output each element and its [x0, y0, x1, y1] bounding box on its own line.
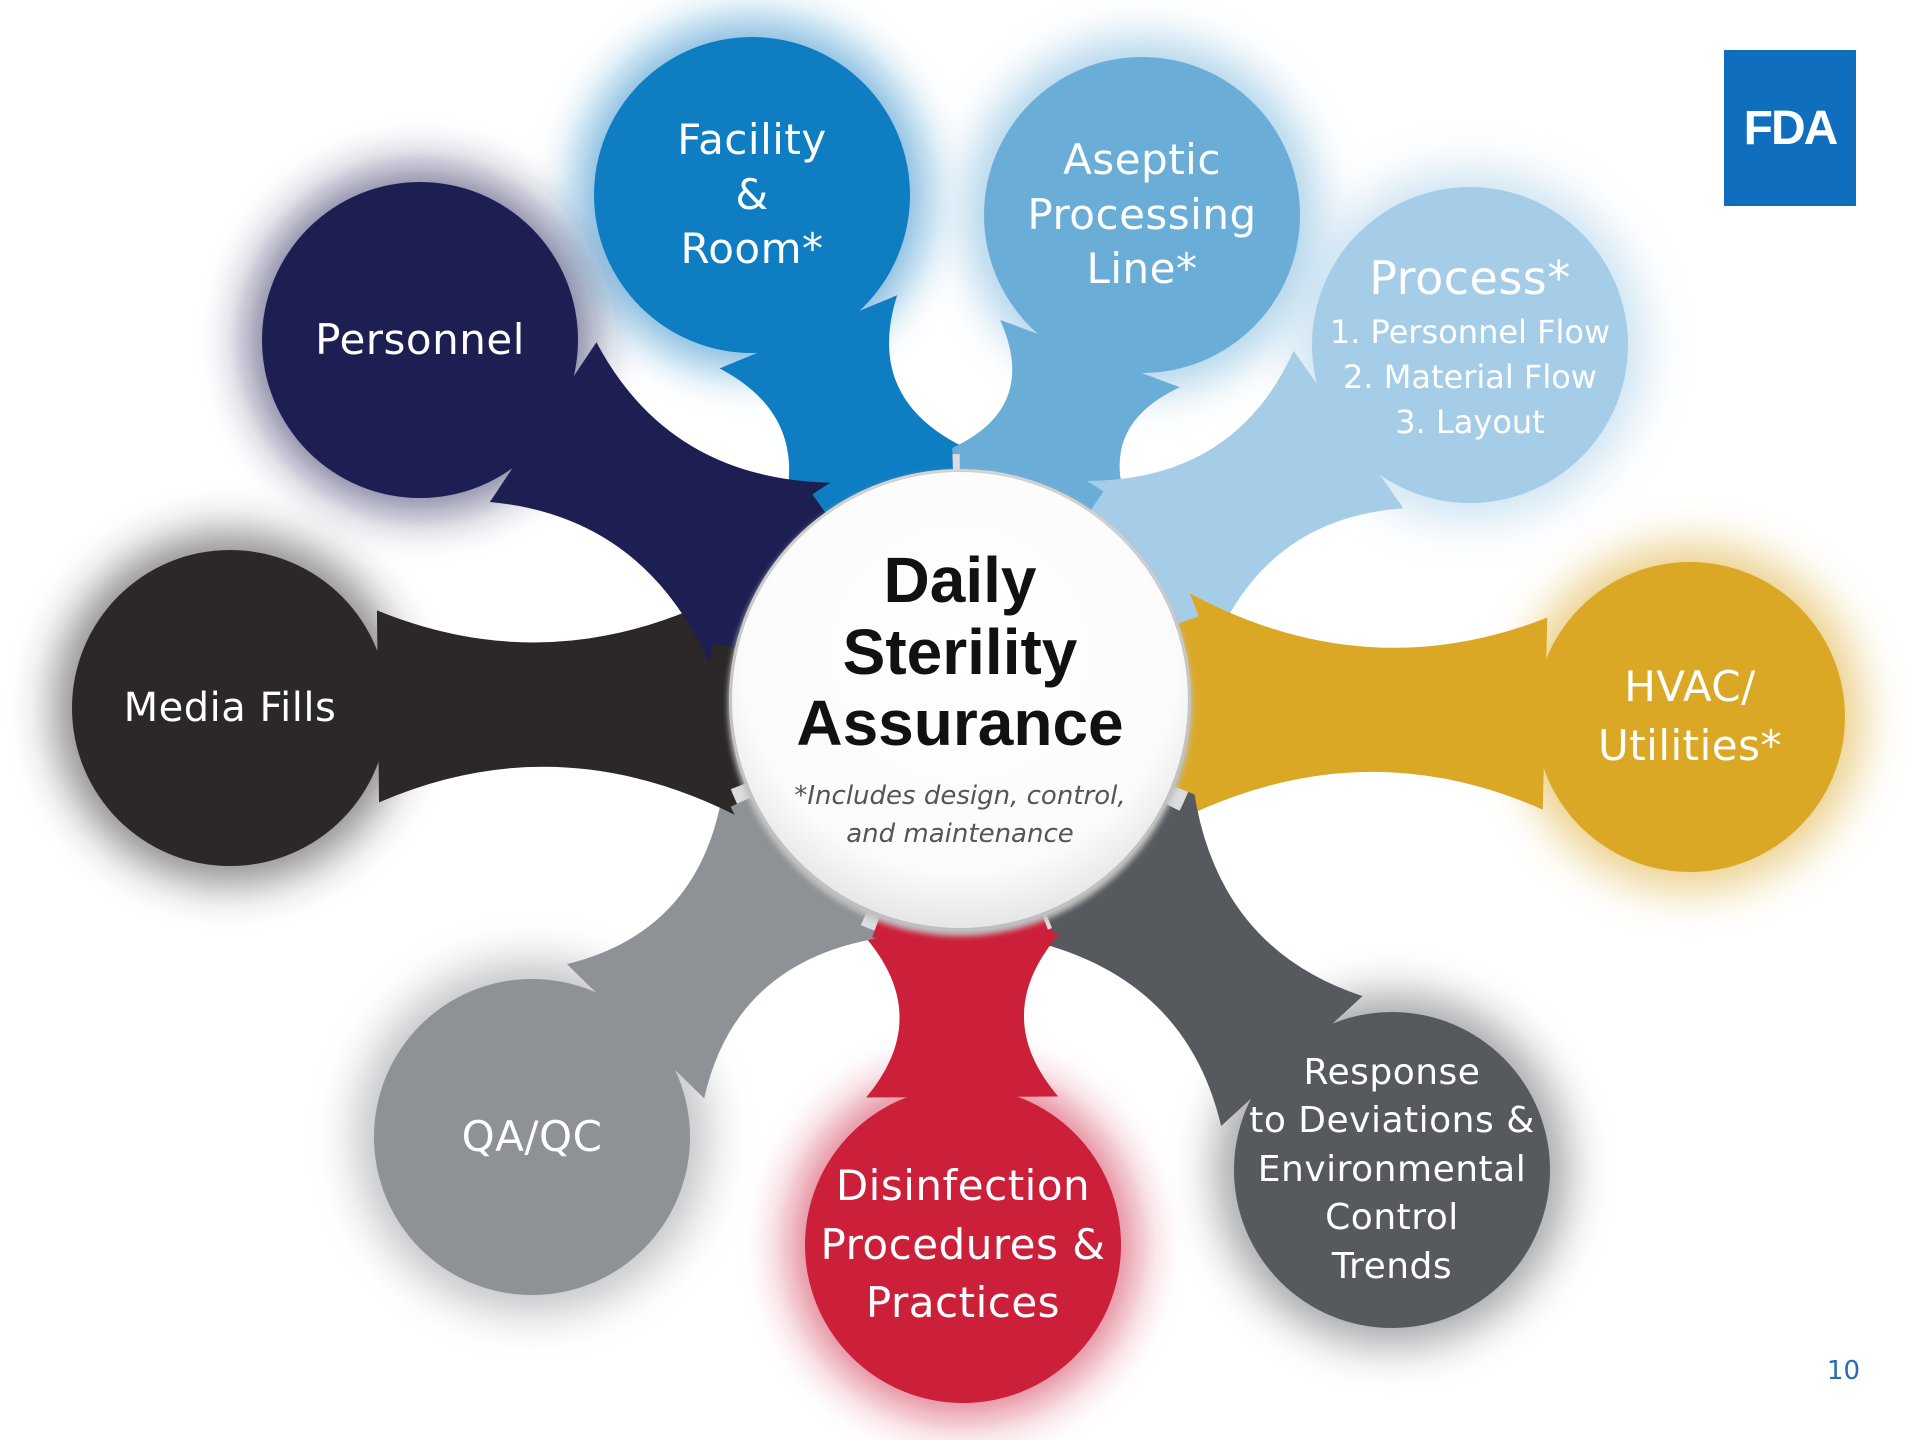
node-facility-room: Facility & Room* — [594, 37, 910, 353]
node-bubble-response — [1234, 1012, 1550, 1328]
node-bubble-facility — [594, 37, 910, 353]
node-bubble-qaqc — [374, 979, 690, 1295]
node-qa-qc-title: QA/QC — [461, 1111, 603, 1161]
connector-qaqc — [566, 767, 898, 1099]
center-title: Daily Sterility Assurance — [796, 544, 1124, 760]
node-bubble-hvac — [1535, 562, 1845, 872]
node-bubble-disinfection — [805, 1087, 1121, 1403]
center-disc — [732, 472, 1188, 928]
ring-segment-personnel — [713, 494, 826, 648]
ring-segment-hvac — [1174, 616, 1213, 795]
center-ring-layer — [707, 446, 1213, 953]
node-facility-room-title: Facility & Room* — [677, 115, 827, 274]
node-bubble-media — [72, 550, 388, 866]
node-qa-qc: QA/QC — [374, 979, 690, 1295]
node-personnel-title: Personnel — [315, 314, 525, 364]
center-note: *Includes design, control, and maintenan… — [794, 781, 1126, 849]
connector-hvac — [1169, 584, 1548, 825]
node-bubble-personnel — [262, 182, 578, 498]
node-process-steps: 1. Personnel Flow 2. Material Flow 3. La… — [1329, 313, 1611, 441]
connector-disinfection — [841, 911, 1082, 1098]
node-hvac-utilities: HVAC/ Utilities* — [1535, 562, 1845, 872]
ring-segment-response — [1046, 804, 1186, 935]
node-process: Process* 1. Personnel Flow 2. Material F… — [1312, 187, 1628, 503]
node-aseptic-processing-line: Aseptic Processing Line* — [984, 57, 1300, 373]
node-response-to-deviations: Response to Deviations & Environmental C… — [1234, 1012, 1550, 1328]
node-hvac-utilities-title: HVAC/ Utilities* — [1597, 662, 1783, 770]
ring-segment-disinfection — [872, 915, 1051, 953]
center-hub: Daily Sterility Assurance *Includes desi… — [740, 544, 1180, 925]
node-response-to-deviations-title: Response to Deviations & Environmental C… — [1249, 1051, 1535, 1287]
node-bubble-aseptic — [984, 57, 1300, 373]
node-media-fills-title: Media Fills — [123, 685, 337, 731]
connector-media — [376, 582, 750, 823]
node-aseptic-processing-line-title: Aseptic Processing Line* — [1027, 135, 1257, 294]
node-bubble-process — [1312, 187, 1628, 503]
fda-logo: FDA — [1724, 50, 1856, 206]
page-number: 10 — [1826, 1356, 1860, 1386]
node-disinfection-procedures: Disinfection Procedures & Practices — [805, 1087, 1121, 1403]
fda-logo-text: FDA — [1743, 101, 1839, 155]
node-personnel: Personnel — [262, 182, 578, 498]
bubble-layer — [72, 37, 1845, 1403]
node-disinfection-procedures-title: Disinfection Procedures & Practices — [820, 1160, 1106, 1328]
node-process-title: Process* — [1369, 250, 1571, 305]
ring-segment-qaqc — [730, 797, 867, 932]
node-media-fills: Media Fills — [72, 550, 388, 866]
